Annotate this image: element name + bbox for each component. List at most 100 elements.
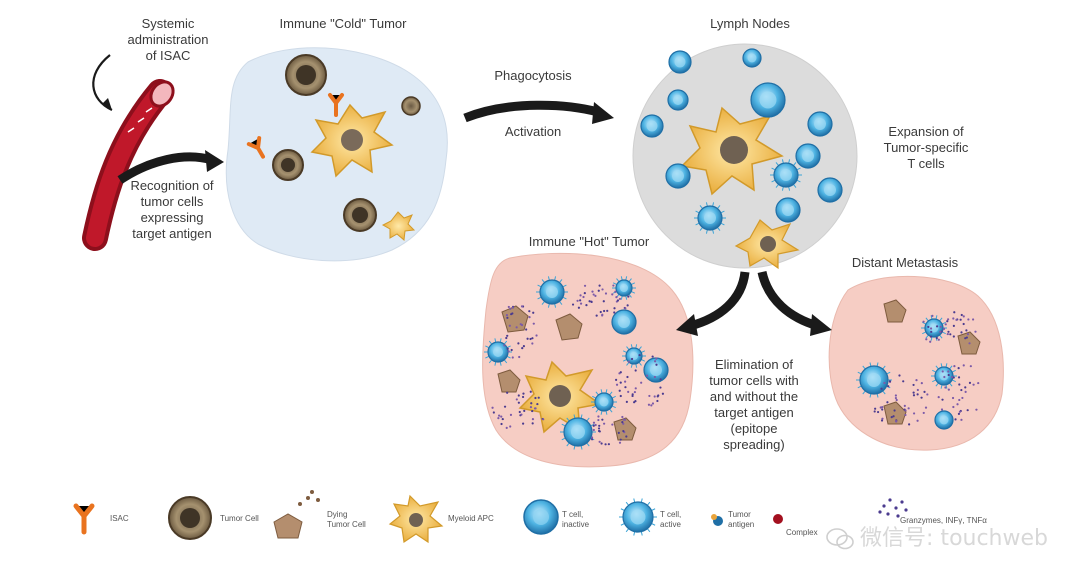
granzyme-dot bbox=[657, 394, 660, 397]
granzyme-dot bbox=[588, 300, 591, 303]
myeloid-apc-icon bbox=[734, 219, 800, 270]
granzyme-dot bbox=[930, 330, 933, 333]
granzyme-dot bbox=[594, 423, 597, 427]
granzyme-dot bbox=[597, 415, 600, 418]
granzyme-dot bbox=[602, 300, 605, 303]
granzyme-dot bbox=[522, 422, 525, 425]
granzyme-dot bbox=[873, 410, 876, 413]
granzyme-dot bbox=[947, 370, 950, 373]
t-cell-inactive-icon bbox=[750, 82, 786, 118]
granzyme-dot bbox=[615, 378, 618, 381]
granzyme-dot bbox=[498, 414, 501, 417]
granzyme-dot bbox=[881, 408, 884, 411]
granzyme-dot bbox=[961, 396, 964, 400]
granzyme-dot bbox=[627, 360, 630, 363]
t-cell-inactive-icon bbox=[668, 50, 692, 74]
granzyme-dot bbox=[630, 357, 634, 361]
granzyme-dot bbox=[598, 430, 601, 433]
arrow-to-cold-tumor bbox=[117, 152, 214, 184]
granzyme-dot bbox=[603, 422, 606, 425]
granzyme-dot bbox=[922, 320, 925, 323]
t-cell-active-icon bbox=[622, 344, 646, 368]
granzyme-dot bbox=[962, 322, 965, 326]
legend-dying-tumor-cell-label: Dying Tumor Cell bbox=[327, 510, 366, 529]
granzyme-dot bbox=[958, 398, 961, 402]
legend-complex-label: Complex bbox=[786, 528, 818, 537]
granzyme-dot bbox=[515, 398, 518, 401]
granzyme-dot bbox=[497, 416, 500, 420]
granzyme-dot bbox=[656, 399, 659, 403]
granzyme-dot bbox=[532, 311, 535, 314]
granzyme-dot bbox=[511, 306, 514, 309]
granzyme-dot bbox=[929, 335, 933, 338]
granzyme-dot bbox=[650, 404, 653, 407]
granzyme-dot bbox=[953, 364, 956, 368]
tumor-cell-icon bbox=[285, 54, 327, 96]
granzyme-dot bbox=[626, 304, 629, 307]
granzyme-dot bbox=[521, 347, 524, 350]
granzyme-dot bbox=[601, 314, 604, 317]
granzyme-dot bbox=[947, 373, 950, 377]
granzyme-dot bbox=[939, 325, 942, 328]
granzyme-dot bbox=[624, 307, 627, 310]
watermark-text: 微信号: touchweb bbox=[860, 526, 1048, 551]
granzyme-dot bbox=[505, 314, 509, 317]
tumor-cell-icon bbox=[272, 149, 304, 181]
granzyme-dot bbox=[576, 299, 579, 302]
arrow-phagocytosis bbox=[463, 100, 600, 123]
granzyme-dot bbox=[537, 396, 540, 399]
granzyme-dot bbox=[974, 330, 977, 333]
granzyme-dot bbox=[597, 427, 601, 430]
legend-complex-icon bbox=[773, 514, 783, 524]
expansion-label: Expansion of Tumor-specific T cells bbox=[883, 124, 969, 171]
granzyme-dot bbox=[964, 390, 967, 394]
granzyme-dot bbox=[633, 390, 637, 394]
granzyme-dot bbox=[492, 411, 495, 414]
granzyme-dot bbox=[886, 401, 889, 404]
granzyme-dot bbox=[597, 418, 600, 422]
granzyme-dot bbox=[638, 353, 641, 357]
granzyme-dot bbox=[653, 360, 657, 363]
dying-tumor-cell-icon bbox=[883, 299, 981, 425]
legend-t-cell-inactive-icon bbox=[523, 499, 559, 535]
granzyme-dot bbox=[896, 514, 900, 518]
activation-label: Activation bbox=[504, 124, 562, 139]
granzyme-dot bbox=[888, 498, 892, 502]
legend-tumor-cell-label: Tumor Cell bbox=[220, 514, 259, 523]
granzyme-dot bbox=[579, 302, 583, 305]
granzyme-dot bbox=[520, 323, 524, 327]
granzyme-dot bbox=[904, 413, 907, 417]
granzyme-dot bbox=[506, 334, 509, 337]
granzyme-dot bbox=[529, 406, 533, 409]
granzyme-dot bbox=[949, 333, 952, 336]
legend-myeloid-apc-label: Myeloid APC bbox=[448, 514, 494, 523]
granzyme-dot bbox=[505, 426, 508, 430]
granzyme-dot bbox=[968, 342, 971, 345]
granzyme-dot bbox=[612, 284, 615, 287]
granzyme-dot bbox=[518, 355, 521, 359]
legend-isac-icon bbox=[73, 503, 95, 535]
granzyme-dot bbox=[943, 375, 946, 379]
wechat-logo-icon bbox=[826, 528, 854, 550]
granzyme-dot bbox=[942, 327, 946, 330]
granzyme-dot bbox=[531, 409, 534, 413]
granzyme-dot bbox=[506, 316, 509, 319]
granzyme-dot bbox=[958, 383, 961, 386]
elimination-label: Elimination of tumor cells with and with… bbox=[709, 357, 799, 452]
granzyme-dot bbox=[613, 311, 616, 314]
granzyme-dot bbox=[520, 305, 524, 308]
granzyme-dot bbox=[634, 400, 637, 403]
granzyme-dot bbox=[531, 337, 534, 340]
granzyme-dot bbox=[944, 386, 947, 389]
hot-tumor-region bbox=[482, 252, 694, 468]
granzyme-dot bbox=[631, 394, 634, 398]
distant-metastasis-title: Distant Metastasis bbox=[851, 255, 959, 270]
granzyme-dot bbox=[960, 313, 963, 317]
granzyme-dot bbox=[592, 424, 595, 427]
t-cell-inactive-icon bbox=[934, 410, 954, 430]
granzyme-dot bbox=[625, 400, 628, 403]
granzyme-dot bbox=[890, 415, 893, 419]
granzyme-dot bbox=[532, 322, 535, 325]
granzyme-dot bbox=[876, 410, 880, 414]
granzyme-dot bbox=[529, 390, 532, 393]
